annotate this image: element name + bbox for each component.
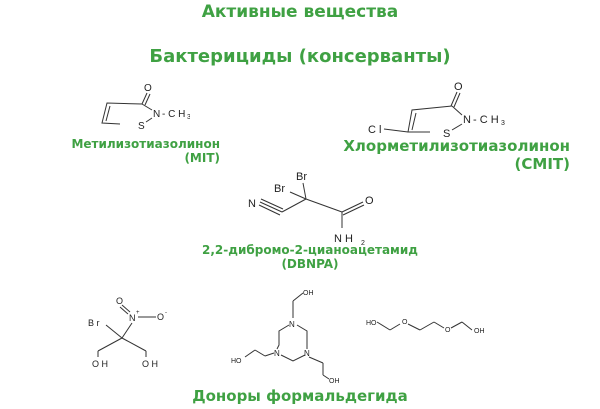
subscript: 3 xyxy=(501,120,505,127)
atom-o: O xyxy=(116,296,123,306)
atom-n: N xyxy=(248,198,256,210)
atom-n: N xyxy=(153,109,160,120)
hydroxyl-group: HO xyxy=(366,320,377,327)
hydroxyl-group: OH xyxy=(303,290,314,297)
dbnpa-name-label: 2,2-дибромо-2-цианоацетамид (DBNPA) xyxy=(200,243,420,271)
atom-s: S xyxy=(443,128,450,138)
triazine-structure-diagram: OH N N N HO OH xyxy=(231,290,340,383)
amine-group: N H xyxy=(334,233,353,245)
hydroxyl-group: O H xyxy=(142,359,158,369)
atom-o: O xyxy=(445,327,451,334)
hydroxyl-group: OH xyxy=(474,328,485,335)
mit-abbr: (MIT) xyxy=(184,151,220,165)
atom-o: O xyxy=(144,83,152,94)
mit-name-label: Метилизотиазолинон (MIT) xyxy=(40,137,220,165)
cmit-name: Хлорметилизотиазолинон xyxy=(343,137,570,155)
formaldehyde-donors-label: Доноры формальдегида xyxy=(192,387,408,405)
dbnpa-name: 2,2-дибромо-2-цианоацетамид xyxy=(202,243,418,257)
atom-cl: C l xyxy=(368,124,381,136)
hydroxyl-group: OH xyxy=(329,378,340,383)
hydroxyl-group: HO xyxy=(231,358,242,365)
bronopol-structure-diagram: O N + O - B r O H O H xyxy=(88,296,167,369)
atom-s: S xyxy=(138,121,145,130)
cmit-structure-diagram: O N - C H 3 S C l xyxy=(368,81,505,138)
hydroxyl-group: O H xyxy=(92,359,108,369)
glycol-structure-diagram: HO O O OH xyxy=(366,319,485,335)
cmit-abbr: (CMIT) xyxy=(514,155,570,173)
atom-br: B r xyxy=(88,318,100,328)
charge-minus: - xyxy=(165,310,167,316)
mit-structure-diagram: O N - C H 3 S xyxy=(101,83,190,130)
methyl-group: - C H xyxy=(162,109,185,120)
mit-name: Метилизотиазолинон xyxy=(71,137,220,151)
slide-subtitle: Бактерициды (консерванты) xyxy=(149,46,451,67)
atom-o: O xyxy=(402,319,408,326)
methyl-group: - C H xyxy=(473,114,499,126)
atom-o: O xyxy=(454,81,463,93)
atom-br: Br xyxy=(296,171,307,183)
atom-n: N xyxy=(274,349,280,358)
atom-br: Br xyxy=(274,183,285,195)
subscript: 3 xyxy=(187,114,190,121)
subscript: 2 xyxy=(361,240,365,247)
atom-o: O xyxy=(157,312,164,322)
slide-title: Активные вещества xyxy=(201,2,399,22)
cmit-name-label: Хлорметилизотиазолинон (CMIT) xyxy=(330,137,570,173)
atom-n: N xyxy=(129,313,136,323)
atom-o: O xyxy=(365,195,374,207)
charge-plus: + xyxy=(136,310,140,316)
dbnpa-structure-diagram: Br Br N O N H 2 xyxy=(248,171,374,247)
dbnpa-abbr: (DBNPA) xyxy=(281,257,339,271)
atom-n: N xyxy=(463,114,471,126)
atom-n: N xyxy=(304,349,310,358)
atom-n: N xyxy=(289,320,295,329)
